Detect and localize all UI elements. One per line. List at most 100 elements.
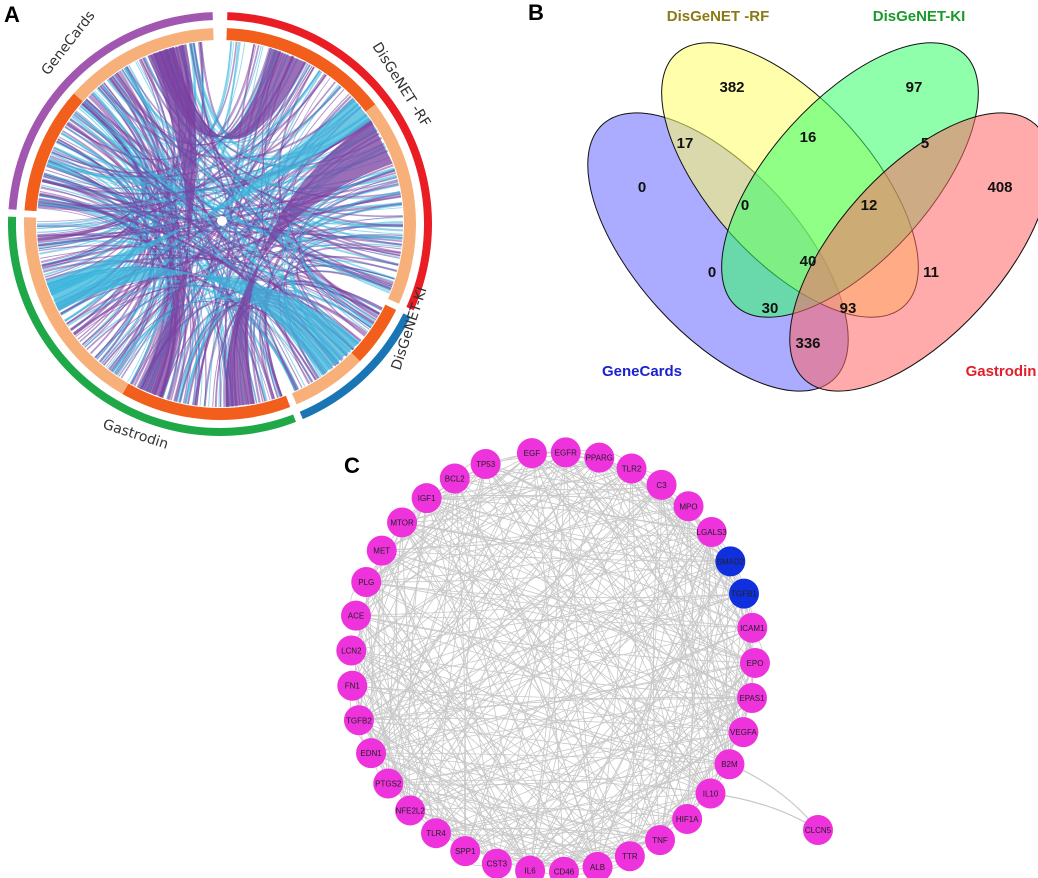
node-circle bbox=[343, 705, 374, 736]
network-edge bbox=[435, 731, 744, 834]
chord-link bbox=[189, 43, 377, 322]
network-edge bbox=[454, 478, 712, 533]
node-circle bbox=[373, 768, 404, 799]
venn-count: 0 bbox=[741, 197, 749, 214]
network-node: BCL2 bbox=[439, 463, 470, 494]
venn-title-disgenet-ki: DisGeNET-KI bbox=[873, 8, 966, 25]
network-node: B2M bbox=[714, 749, 745, 780]
network-edge bbox=[454, 478, 662, 491]
network-node: FN1 bbox=[337, 670, 368, 701]
node-label: TLR2 bbox=[622, 465, 642, 474]
network-node: TLR4 bbox=[421, 818, 452, 849]
network-edge bbox=[597, 697, 753, 868]
network-edge bbox=[401, 522, 753, 629]
venn-diagram: DisGeNET -RF DisGeNET-KI GeneCards Gastr… bbox=[587, 8, 1038, 392]
network-edge bbox=[485, 463, 598, 867]
venn-count: 11 bbox=[923, 264, 939, 281]
chord-link bbox=[60, 132, 321, 379]
network-edge bbox=[454, 478, 466, 852]
network-edge bbox=[388, 783, 631, 857]
network-node: LGALS3 bbox=[697, 517, 727, 548]
network-edge bbox=[408, 498, 428, 811]
network-edge bbox=[351, 650, 711, 794]
network-edge bbox=[661, 484, 744, 733]
node-circle bbox=[695, 778, 726, 809]
chord-link bbox=[67, 285, 314, 383]
network-edge bbox=[381, 550, 731, 562]
node-circle bbox=[714, 749, 745, 780]
network-edge bbox=[454, 478, 756, 664]
node-label: EGFR bbox=[555, 448, 577, 457]
network-edge bbox=[401, 522, 661, 841]
node-label: EPAS1 bbox=[739, 694, 765, 703]
node-circle bbox=[645, 825, 676, 856]
network-node: ALB bbox=[582, 851, 613, 878]
chord-link bbox=[38, 199, 296, 392]
network-node: EGFR bbox=[550, 437, 581, 468]
panel-a-letter: A bbox=[4, 2, 20, 27]
node-label: TGFB1 bbox=[731, 590, 757, 599]
network-node: CD46 bbox=[548, 856, 579, 878]
network-edge bbox=[370, 498, 428, 754]
node-circle bbox=[340, 600, 371, 631]
venn-title-disgenet-rf: DisGeNET -RF bbox=[667, 8, 770, 25]
venn-set-gastrodin bbox=[789, 112, 1038, 392]
network-edge bbox=[401, 522, 437, 834]
network-edge bbox=[463, 463, 487, 852]
node-circle bbox=[515, 855, 546, 878]
network-edge bbox=[358, 561, 731, 721]
network-edge bbox=[485, 463, 662, 486]
venn-count: 408 bbox=[987, 179, 1012, 196]
venn-count: 382 bbox=[719, 79, 744, 96]
network-node: CLCN5 bbox=[803, 815, 833, 845]
chord-ribbon bbox=[140, 44, 197, 398]
network-edge bbox=[366, 531, 712, 583]
network-node: VEGFA bbox=[728, 717, 759, 748]
node-label: TNF bbox=[652, 836, 668, 845]
network-node: TLR2 bbox=[616, 453, 647, 484]
node-circle bbox=[356, 738, 387, 769]
network-edge bbox=[355, 615, 565, 872]
network-edge bbox=[454, 478, 598, 867]
network-edge bbox=[426, 498, 498, 864]
node-label: NFE2L2 bbox=[395, 806, 425, 815]
network-node: CST3 bbox=[481, 848, 512, 878]
inner-arc-disgenet-ki bbox=[291, 352, 360, 405]
node-label: CD46 bbox=[554, 868, 575, 877]
node-label: VEGFA bbox=[730, 728, 757, 737]
node-label: SPP1 bbox=[455, 847, 476, 856]
node-label: CLCN5 bbox=[805, 826, 832, 835]
network-edge bbox=[531, 452, 744, 733]
chord-links bbox=[36, 41, 404, 408]
chord-link bbox=[166, 308, 297, 400]
network-edge bbox=[485, 463, 688, 820]
node-label: ACE bbox=[348, 612, 364, 621]
network-edge bbox=[366, 581, 745, 599]
node-circle bbox=[616, 453, 647, 484]
node-circle bbox=[470, 449, 501, 480]
network-edge bbox=[563, 506, 689, 872]
network-edge bbox=[366, 581, 711, 794]
node-circle bbox=[516, 438, 547, 469]
node-label: EPO bbox=[747, 659, 764, 668]
network-edge bbox=[388, 627, 753, 784]
venn-count: 40 bbox=[800, 253, 817, 270]
network-edge bbox=[435, 531, 712, 834]
venn-count: 17 bbox=[677, 135, 694, 152]
network-edge bbox=[426, 498, 565, 872]
network-edge bbox=[351, 650, 753, 699]
network-node: IL6 bbox=[515, 855, 546, 878]
node-label: FN1 bbox=[345, 682, 361, 691]
node-circle bbox=[411, 483, 442, 514]
network-node: SMAD2 bbox=[715, 546, 746, 577]
network-edge bbox=[370, 752, 688, 820]
outer-arc-gastrodin bbox=[8, 216, 296, 437]
chord-link bbox=[41, 180, 160, 383]
node-label: IL6 bbox=[525, 867, 537, 876]
network-edge bbox=[352, 685, 744, 733]
network-edge bbox=[370, 478, 456, 754]
network-edge bbox=[426, 497, 753, 699]
chord-link bbox=[69, 118, 317, 381]
